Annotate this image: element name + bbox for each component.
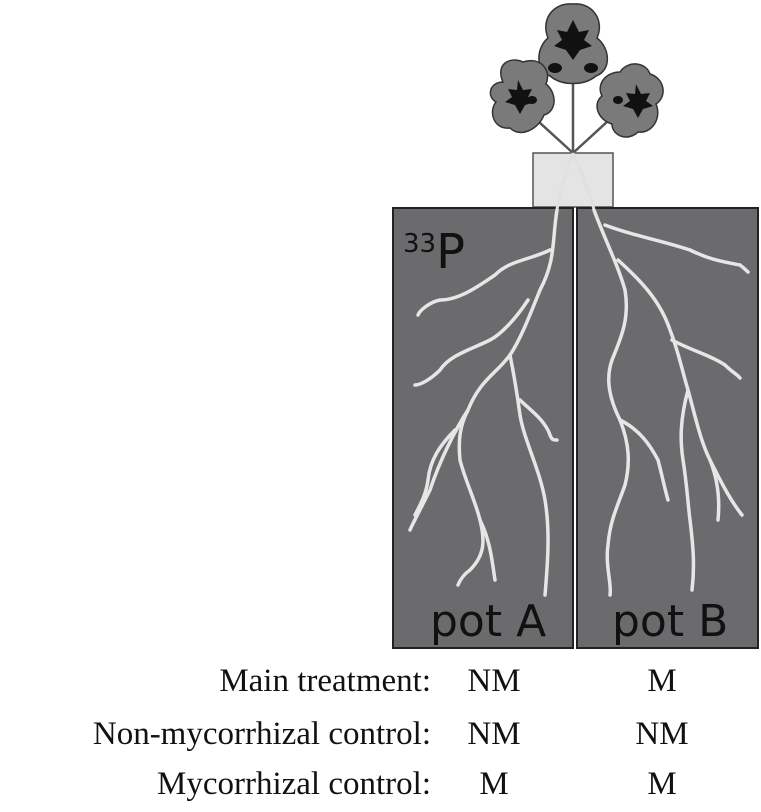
flower-right xyxy=(596,63,664,138)
isotope-element-symbol: P xyxy=(436,224,465,280)
roots-pot-a xyxy=(408,208,559,597)
table-row: Mycorrhizal control: M M xyxy=(0,766,761,806)
isotope-mass-number: 33 xyxy=(403,229,436,259)
pot-a-label: pot A xyxy=(430,596,546,647)
pot-b xyxy=(576,207,759,649)
pot-b-label: pot B xyxy=(612,596,728,647)
table-row: Non-mycorrhizal control: NM NM xyxy=(0,716,761,756)
flower-left xyxy=(489,59,555,134)
isotope-label: 33P xyxy=(403,224,465,280)
table-row: Main treatment: NM M xyxy=(0,663,761,703)
stem-collar xyxy=(532,152,614,208)
row-label: Non-mycorrhizal control: xyxy=(92,716,431,752)
pot-b-value: M xyxy=(647,766,677,802)
pot-a-value: NM xyxy=(467,663,521,699)
plant xyxy=(489,3,664,154)
pot-a-value: M xyxy=(479,766,509,802)
row-label: Main treatment: xyxy=(219,663,431,699)
roots-pot-b xyxy=(592,208,750,597)
root-segment xyxy=(555,152,575,211)
pot-b-value: NM xyxy=(635,716,689,752)
pot-a-value: NM xyxy=(467,716,521,752)
flower-top xyxy=(538,3,609,85)
pot-b-value: M xyxy=(647,663,677,699)
root-segment xyxy=(571,152,596,211)
row-label: Mycorrhizal control: xyxy=(157,766,431,802)
